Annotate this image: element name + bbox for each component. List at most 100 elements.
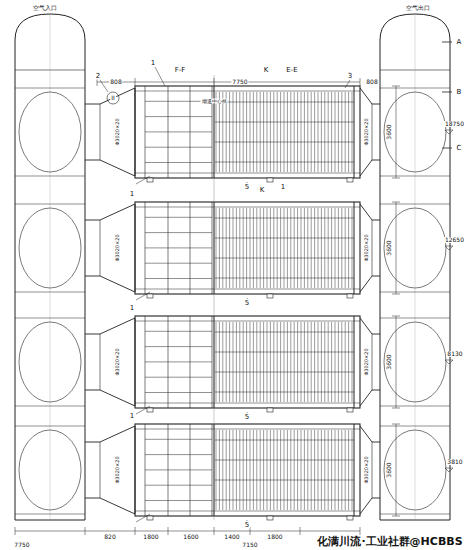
drawing-line xyxy=(284,208,285,288)
drawing-outline xyxy=(15,14,85,520)
drawing-line xyxy=(307,430,308,510)
dimension: 3600 xyxy=(386,461,392,478)
elbow-outline xyxy=(384,92,446,172)
drawing-line xyxy=(380,318,450,319)
drawing-line xyxy=(145,232,212,233)
drawing-line xyxy=(135,91,360,92)
support xyxy=(267,408,273,412)
support xyxy=(267,294,273,298)
drawing-outline xyxy=(445,130,453,134)
drawing-line xyxy=(215,500,354,501)
drawing-line xyxy=(216,322,217,402)
section-mark: B xyxy=(456,89,463,96)
drawing-line xyxy=(243,92,244,172)
callout-number: 1 xyxy=(129,191,135,198)
drawing-line xyxy=(335,430,336,510)
callout-number: 1 xyxy=(129,305,135,312)
callout-number: 2 xyxy=(95,73,101,80)
drawing-line xyxy=(267,208,268,288)
callout-number: 5 xyxy=(244,300,250,307)
drawing-line xyxy=(277,430,278,510)
drawing-line xyxy=(307,208,308,288)
watermark: 化满川流·工业社群@HCBBS xyxy=(316,536,463,547)
drawing-outline xyxy=(445,360,453,364)
drawing-line xyxy=(380,406,450,407)
drawing-line xyxy=(100,220,101,276)
drawing-line xyxy=(145,361,212,362)
callout-number: II xyxy=(110,95,116,101)
drawing-line xyxy=(168,527,169,535)
drawing-line xyxy=(273,208,274,288)
drawing-line xyxy=(215,102,354,103)
drawing-line xyxy=(215,352,354,353)
drawing-line xyxy=(348,430,349,510)
support xyxy=(147,516,153,520)
drawing-line xyxy=(280,92,281,172)
drawing-line xyxy=(215,278,354,279)
callout-number: 1 xyxy=(150,60,156,67)
section-mark: A xyxy=(456,39,463,46)
section-title: F-F xyxy=(174,67,187,74)
drawing-line xyxy=(260,92,261,172)
drawing-line xyxy=(301,208,302,288)
drawing-line xyxy=(145,217,212,218)
drawing-outline xyxy=(85,88,135,176)
dimension: 1800 xyxy=(266,534,283,540)
drawing-line xyxy=(273,430,274,510)
drawing-line xyxy=(100,104,101,160)
drawing-line xyxy=(233,430,234,510)
drawing-line xyxy=(215,460,354,461)
drawing-line xyxy=(15,426,85,427)
elbow-outline xyxy=(19,92,81,172)
drawing-line xyxy=(226,92,227,172)
drawing-line xyxy=(335,322,336,402)
drawing-line xyxy=(304,430,305,510)
drawing-line xyxy=(294,430,295,510)
drawing-line xyxy=(246,322,247,402)
drawing-line xyxy=(135,173,360,174)
callout-number: 1 xyxy=(129,413,135,420)
support xyxy=(267,178,273,182)
drawing-line xyxy=(246,430,247,510)
drawing-line xyxy=(352,430,353,510)
drawing-line xyxy=(341,430,342,510)
drawing-line xyxy=(229,92,230,172)
drawing-line xyxy=(222,92,223,172)
drawing-line xyxy=(287,208,288,288)
drawing-line xyxy=(226,322,227,402)
drawing-line xyxy=(215,440,354,441)
dimension: 1800 xyxy=(142,534,159,540)
drawing-line xyxy=(331,92,332,172)
drawing-line xyxy=(215,142,354,143)
drawing-line xyxy=(300,527,301,535)
drawing-line xyxy=(256,208,257,288)
drawing-line xyxy=(215,122,354,123)
drawing-line xyxy=(442,148,452,149)
drawing-line xyxy=(304,322,305,402)
drawing-line xyxy=(136,176,150,184)
drawing-line xyxy=(263,430,264,510)
drawing-line xyxy=(216,430,217,510)
drawing-line xyxy=(396,316,397,408)
module-frame xyxy=(135,86,360,178)
drawing-line xyxy=(392,202,400,203)
dimension: Φ3020×20 xyxy=(364,455,369,484)
drawing-line xyxy=(372,104,373,160)
drawing-line xyxy=(277,322,278,402)
drawing-line xyxy=(354,316,355,408)
drawing-line xyxy=(215,162,354,163)
drawing-line xyxy=(392,86,400,87)
dimension: 7750 xyxy=(231,79,248,85)
drawing-line xyxy=(135,321,360,322)
drawing-line xyxy=(311,92,312,172)
drawing-line xyxy=(318,208,319,288)
drawing-line xyxy=(145,500,212,501)
drawing-line xyxy=(392,516,400,517)
drawing-line xyxy=(273,92,274,172)
drawing-line xyxy=(270,430,271,510)
drawing-line xyxy=(314,208,315,288)
dimension: 7750 xyxy=(13,542,30,548)
drawing-line xyxy=(328,322,329,402)
support xyxy=(347,408,353,412)
drawing-line xyxy=(284,430,285,510)
